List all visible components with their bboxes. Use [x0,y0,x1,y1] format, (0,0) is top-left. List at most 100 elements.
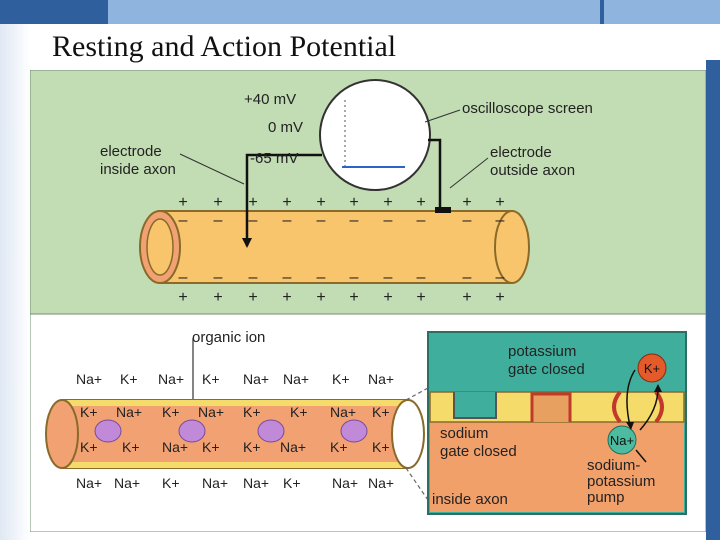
lower-axon-left-end [45,399,79,469]
oscilloscope-screen [319,79,431,191]
label-sodium-gate: sodium gate closed [440,425,517,460]
minus-sign-inner-bottom: – [350,269,359,286]
diagram: +40 mV 0 mV -65 mV electrode inside axon… [29,69,707,533]
ion-inside-row2: K+ [243,439,261,455]
ion-inside-row2: Na+ [162,439,188,455]
minus-sign-inner-top: – [179,212,188,229]
ion-inside-row1: K+ [162,404,180,420]
pump-protein-left [612,390,622,424]
label-minus65mv: -65 mV [250,150,298,167]
ion-inside-row1: K+ [80,404,98,420]
plus-sign-outer-top: + [462,194,471,211]
ion-outer-bottom: Na+ [202,475,228,491]
minus-sign-inner-bottom: – [179,269,188,286]
ion-inside-row2: K+ [330,439,348,455]
pump-arrow-na-out-head [654,384,662,392]
ion-inside-row1: K+ [290,404,308,420]
ion-outer-bottom: K+ [162,475,180,491]
inset-k-ion [637,353,667,383]
pump-arrow-k-in [626,369,636,427]
pump-arrow-k-in-head [626,422,634,430]
ion-inside-row1: K+ [243,404,261,420]
plus-sign-outer-bottom: + [416,289,425,306]
electrode-outside-wire [428,138,442,210]
ion-outer-bottom: Na+ [332,475,358,491]
plus-sign-outer-bottom: + [213,289,222,306]
slide-top-bar-right-segment [604,0,720,24]
diagram-svg: +40 mV 0 mV -65 mV electrode inside axon… [29,69,707,533]
axon-body [159,210,513,284]
minus-sign-inner-top: – [317,212,326,229]
slide-left-band [0,24,30,540]
ion-inside-row1: Na+ [116,404,142,420]
inset-na-ion [607,425,637,455]
minus-sign-inner-bottom: – [317,269,326,286]
organic-ions [94,419,368,443]
ion-inside-row2: K+ [122,439,140,455]
ion-inside-row2: K+ [202,439,220,455]
electrode-outside-tip [435,207,451,213]
minus-sign-inner-bottom: – [384,269,393,286]
plus-sign-outer-top: + [495,194,504,211]
label-potassium-gate: potassium gate closed [508,343,585,378]
ion-outer-bottom: K+ [283,475,301,491]
ion-outer-top: Na+ [76,371,102,387]
ion-inside-row2: Na+ [280,439,306,455]
ion-inside-row1: Na+ [330,404,356,420]
plus-sign-outer-bottom: + [178,289,187,306]
plus-sign-outer-bottom: + [282,289,291,306]
ion-inside-row2: K+ [80,439,98,455]
organic-ion [340,419,368,443]
pump-arrow-na-down [635,449,647,463]
minus-sign-inner-top: – [249,212,258,229]
lower-axon-right-cut [391,399,425,469]
ion-inside-row2: K+ [372,439,390,455]
minus-sign-inner-top: – [496,212,505,229]
slide-top-bar [0,0,720,24]
plus-sign-outer-bottom: + [316,289,325,306]
label-pump: sodium- potassium pump [587,457,660,506]
plus-sign-outer-bottom: + [462,289,471,306]
leader-oscilloscope [424,109,461,123]
ion-outer-top: K+ [120,371,138,387]
plus-sign-outer-top: + [248,194,257,211]
label-electrode-outside: electrode outside axon [490,144,575,179]
slide-right-band [706,60,720,540]
organic-ion [178,419,206,443]
minus-sign-inner-top: – [283,212,292,229]
sodium-gate [453,392,497,419]
leader-electrode-inside [179,153,245,185]
axon-left-end-inner [146,218,174,276]
minus-sign-inner-bottom: – [496,269,505,286]
plus-sign-outer-top: + [383,194,392,211]
ion-outer-top: Na+ [158,371,184,387]
potassium-gate [530,392,572,422]
electrode-inside-tip [242,238,252,248]
ion-outer-top: K+ [202,371,220,387]
label-organic-ion: organic ion [192,329,265,346]
minus-sign-inner-top: – [350,212,359,229]
minus-sign-inner-top: – [417,212,426,229]
minus-sign-inner-bottom: – [283,269,292,286]
label-0mv: 0 mV [268,119,303,136]
plus-sign-outer-bottom: + [383,289,392,306]
ion-inside-row1: Na+ [198,404,224,420]
plus-sign-outer-top: + [416,194,425,211]
inset-k-ion-label: K+ [644,361,660,376]
minus-sign-inner-bottom: – [417,269,426,286]
minus-sign-inner-bottom: – [463,269,472,286]
plus-sign-outer-bottom: + [495,289,504,306]
ion-labels: Na+ K+ Na+ K+ Na+ Na+ K+ Na+ K+ Na+ K+ Na+ K+ K+ Na+ K+… [76,371,394,491]
ion-outer-top: Na+ [243,371,269,387]
label-plus40mv: +40 mV [244,91,296,108]
label-oscilloscope-screen: oscilloscope screen [462,100,593,117]
organic-ion [257,419,285,443]
ion-outer-bottom: Na+ [243,475,269,491]
ion-outer-bottom: Na+ [76,475,102,491]
ion-outer-top: K+ [332,371,350,387]
plus-sign-outer-top: + [316,194,325,211]
ion-inside-row1: K+ [372,404,390,420]
plus-sign-outer-top: + [178,194,187,211]
minus-sign-inner-bottom: – [214,269,223,286]
membrane-charges: ++++++++++––––––––––––––––––––++++++++++ [178,194,504,306]
